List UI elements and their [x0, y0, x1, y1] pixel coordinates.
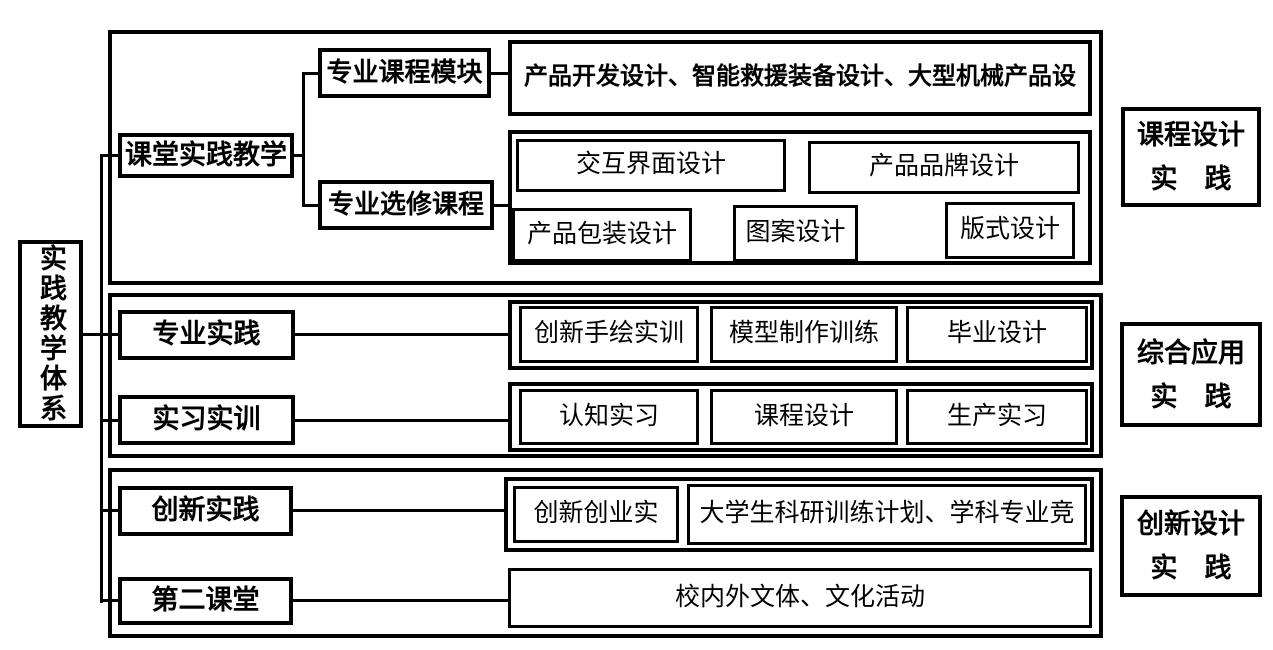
innovation-item-label: 大学生科研训练计划、学科专业竞: [699, 500, 1075, 528]
classroom-branch-vertical: [302, 72, 305, 207]
internship-item-box-course-design: 课程设计: [710, 389, 898, 445]
professional-practice-box: 专业实践: [118, 310, 295, 360]
elective-content-stub: [494, 204, 508, 207]
second-classroom-line: [293, 599, 508, 602]
internship-item-box-cognition: 认知实习: [519, 389, 699, 445]
elective-course-group: [508, 130, 1092, 265]
module-course-list-text: 产品开发设计、智能救援装备设计、大型机械产品设: [524, 64, 1076, 91]
side-label-line: 课程设计: [1137, 120, 1245, 150]
side-label-comprehensive-application-practice: 综合应用 实 践: [1120, 322, 1262, 427]
classroom-practice-teaching-label: 课堂实践教学: [125, 139, 287, 170]
side-label-innovation-design-practice: 创新设计 实 践: [1120, 495, 1262, 597]
major-elective-course-label: 专业选修课程: [327, 189, 484, 220]
innovation-item-label: 创新创业实: [533, 500, 659, 528]
elective-course-box-pattern-design: 图案设计: [733, 205, 858, 262]
classroom-branch-stub: [293, 154, 304, 157]
major-course-module-label: 专业课程模块: [326, 57, 483, 88]
side-label-line: 创新设计: [1137, 509, 1245, 539]
root-connector-line: [83, 333, 118, 336]
module-content-stub: [491, 72, 508, 75]
internship-training-box: 实习实训: [118, 395, 295, 445]
professional-practice-group: [508, 300, 1094, 370]
internship-item-label: 生产实习: [946, 402, 1047, 430]
side-label-line: 实 践: [1150, 553, 1232, 583]
practice-teaching-system-label: 实践教学体系: [36, 244, 67, 424]
internship-group: [508, 382, 1094, 452]
major-course-module-box: 专业课程模块: [318, 48, 491, 98]
professional-practice-label: 专业实践: [152, 319, 261, 350]
elective-stub-line: [304, 204, 318, 207]
side-label-line: 综合应用: [1137, 337, 1245, 368]
elective-course-label: 交互界面设计: [575, 151, 726, 179]
internship-training-label: 实习实训: [152, 404, 261, 435]
internship-item-label: 认知实习: [558, 402, 659, 430]
section-frame-course-design: [108, 30, 1103, 285]
internship-item-box-production: 生产实习: [906, 389, 1088, 445]
innovation-practice-line: [293, 509, 504, 512]
second-classroom-label: 第二课堂: [151, 585, 260, 616]
elective-course-label: 产品包装设计: [526, 220, 677, 248]
elective-course-box-layout-design: 版式设计: [945, 202, 1075, 259]
elective-course-label: 产品品牌设计: [868, 153, 1019, 181]
practice-item-box-model-making: 模型制作训练: [710, 306, 898, 363]
module-course-list-box: 产品开发设计、智能救援装备设计、大型机械产品设: [508, 40, 1092, 116]
elective-course-box-interaction-ui: 交互界面设计: [516, 139, 786, 192]
innovation-group: [504, 477, 1094, 552]
practice-item-label: 创新手绘实训: [533, 320, 684, 348]
second-classroom-activity-box: 校内外文体、文化活动: [508, 568, 1092, 628]
trunk-line: [100, 154, 103, 603]
major-elective-course-box: 专业选修课程: [318, 180, 494, 230]
second-classroom-box: 第二课堂: [118, 577, 293, 625]
second-classroom-activity-label: 校内外文体、文化活动: [674, 583, 925, 611]
innovation-practice-box: 创新实践: [118, 486, 293, 536]
module-stub-line: [304, 72, 318, 75]
internship-training-line: [295, 419, 508, 422]
side-label-course-design-practice: 课程设计 实 践: [1121, 107, 1261, 207]
professional-practice-line: [295, 333, 508, 336]
classroom-practice-teaching-box: 课堂实践教学: [118, 133, 294, 178]
innovation-practice-label: 创新实践: [151, 495, 260, 526]
side-label-line: 实 践: [1150, 164, 1232, 194]
innovation-item-box-entrepreneurship: 创新创业实: [513, 486, 679, 543]
practice-item-label: 模型制作训练: [728, 320, 879, 348]
elective-course-box-product-packaging: 产品包装设计: [512, 208, 692, 262]
innovation-item-box-research-competition: 大学生科研训练计划、学科专业竞: [687, 484, 1087, 545]
practice-teaching-system-box: 实践教学体系: [18, 240, 83, 428]
section-frame-innovation-design: [108, 468, 1103, 638]
practice-item-label: 毕业设计: [946, 320, 1047, 348]
practice-item-box-sketch-training: 创新手绘实训: [519, 306, 699, 363]
elective-course-label: 图案设计: [745, 219, 846, 247]
practice-item-box-graduation-design: 毕业设计: [906, 306, 1088, 363]
elective-course-box-product-brand: 产品品牌设计: [808, 141, 1080, 194]
internship-item-label: 课程设计: [753, 402, 854, 430]
section-frame-comprehensive-application: [108, 293, 1103, 458]
side-label-line: 实 践: [1150, 381, 1232, 412]
elective-course-label: 版式设计: [959, 216, 1060, 244]
